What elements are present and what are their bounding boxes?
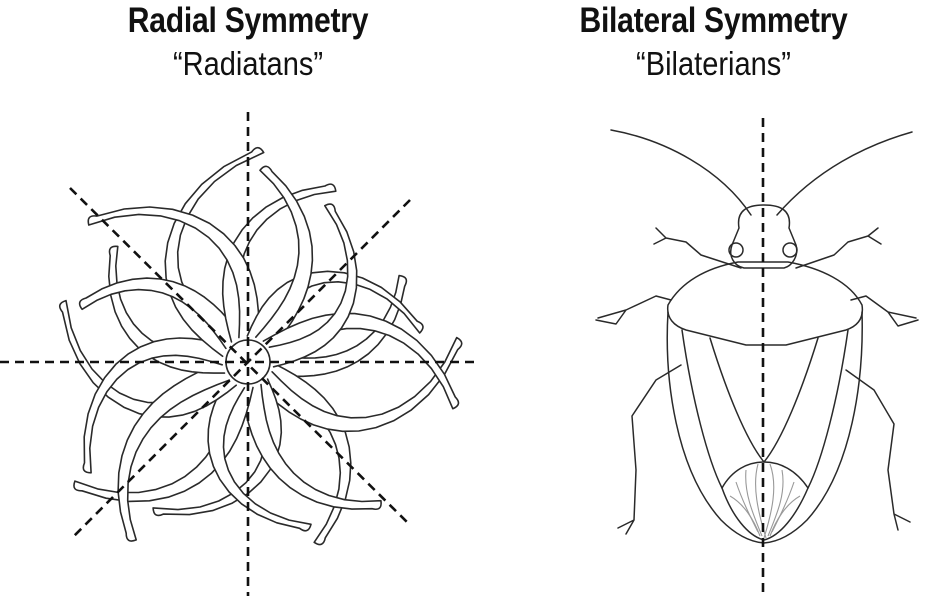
tentacle xyxy=(240,383,382,511)
right-front-leg xyxy=(795,227,882,269)
bilateral-symmetry-title: Bilateral Symmetry xyxy=(579,1,848,40)
right-middle-leg xyxy=(850,295,919,327)
left-wing-edge xyxy=(681,329,723,489)
left-hind-leg xyxy=(617,364,682,535)
tentacle xyxy=(87,206,260,340)
diagonal-axis-a xyxy=(69,187,411,526)
radiatans-subtitle: “Radiatans” xyxy=(172,45,324,82)
tentacle xyxy=(207,376,312,532)
stink-bug-illustration xyxy=(595,118,919,596)
bug-pronotum xyxy=(666,261,864,346)
left-eye xyxy=(728,242,744,258)
symmetry-axes xyxy=(0,112,478,596)
right-eye xyxy=(782,242,798,258)
tentacle xyxy=(255,165,314,351)
bug-scutellum xyxy=(709,337,819,463)
membrane-veins xyxy=(729,463,801,539)
wing-membrane xyxy=(721,461,809,541)
tentacle xyxy=(117,360,231,542)
right-hind-leg xyxy=(845,369,911,531)
right-antenna xyxy=(776,131,913,216)
right-wing-edge xyxy=(807,329,849,489)
radial-symmetry-panel: Radial Symmetry “Radiatans” xyxy=(0,1,478,596)
tentacle xyxy=(82,337,229,474)
sea-anemone-illustration xyxy=(0,112,478,596)
left-front-leg xyxy=(653,227,742,269)
bilaterians-subtitle: “Bilaterians” xyxy=(636,45,791,82)
tentacle xyxy=(268,203,358,368)
tentacle xyxy=(257,336,463,433)
bug-body xyxy=(666,311,863,544)
radial-symmetry-title: Radial Symmetry xyxy=(127,1,369,40)
anemone-tentacles xyxy=(58,146,463,546)
bilateral-symmetry-panel: Bilateral Symmetry “Bilaterians” xyxy=(496,0,931,596)
left-antenna xyxy=(610,129,752,216)
diagonal-axis-b xyxy=(71,199,411,539)
tentacle xyxy=(78,277,243,350)
left-middle-leg xyxy=(595,295,672,325)
